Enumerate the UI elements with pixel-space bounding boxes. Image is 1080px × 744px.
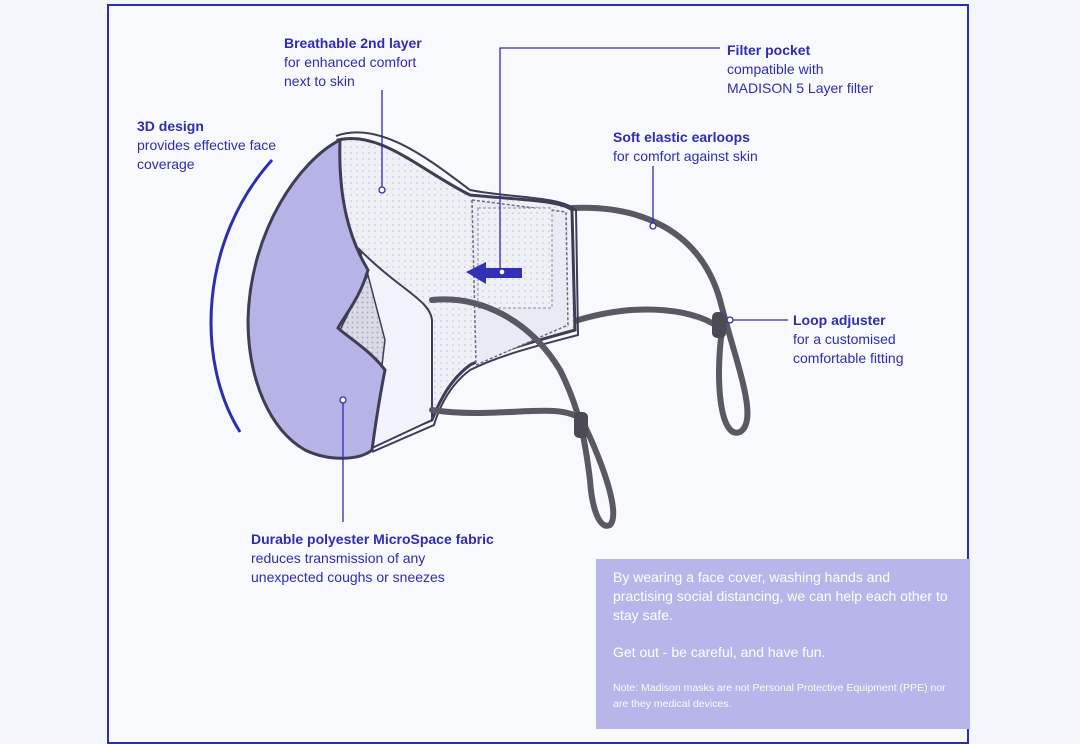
callout-filter-pocket: Filter pocket compatible with MADISON 5 … <box>727 41 873 98</box>
safety-slogan: Get out - be careful, and have fun. <box>613 644 826 660</box>
earloop-lower <box>429 296 617 529</box>
callout-microspace-fabric: Durable polyester MicroSpace fabric redu… <box>251 530 494 587</box>
callout-title: Durable polyester MicroSpace fabric <box>251 531 494 547</box>
callout-description: for enhanced comfort next to skin <box>284 54 417 89</box>
callout-title: 3D design <box>137 118 204 134</box>
callout-breathable-layer: Breathable 2nd layer for enhanced comfor… <box>284 34 422 91</box>
callout-description: reduces transmission of any unexpected c… <box>251 550 445 585</box>
outer-shell <box>246 137 387 460</box>
filter-insert <box>477 207 553 309</box>
callout-description: for a customised comfortable fitting <box>793 331 904 366</box>
callout-title: Breathable 2nd layer <box>284 35 422 51</box>
callout-title: Filter pocket <box>727 42 811 58</box>
mask-illustration <box>209 47 788 529</box>
loop-adjuster-upper <box>712 312 726 338</box>
callout-title: Soft elastic earloops <box>613 129 750 145</box>
safety-message-panel: By wearing a face cover, washing hands a… <box>596 559 970 729</box>
callout-description: for comfort against skin <box>613 148 758 164</box>
earloop-upper <box>569 204 751 436</box>
callout-title: Loop adjuster <box>793 312 886 328</box>
ppe-disclaimer: Note: Madison masks are not Personal Pro… <box>613 682 946 710</box>
loop-adjuster-lower <box>574 412 588 438</box>
callout-earloops: Soft elastic earloops for comfort agains… <box>613 128 758 166</box>
mask-rim <box>335 131 580 453</box>
callout-description: provides effective face coverage <box>137 137 277 172</box>
3d-design-arc <box>209 158 274 433</box>
callout-3d-design: 3D design provides effective face covera… <box>137 117 276 174</box>
arrow-icon <box>466 262 522 284</box>
callout-description: compatible with MADISON 5 Layer filter <box>727 61 874 96</box>
callout-loop-adjuster: Loop adjuster for a customised comfortab… <box>793 311 904 368</box>
safety-message-text: By wearing a face cover, washing hands a… <box>613 569 948 623</box>
